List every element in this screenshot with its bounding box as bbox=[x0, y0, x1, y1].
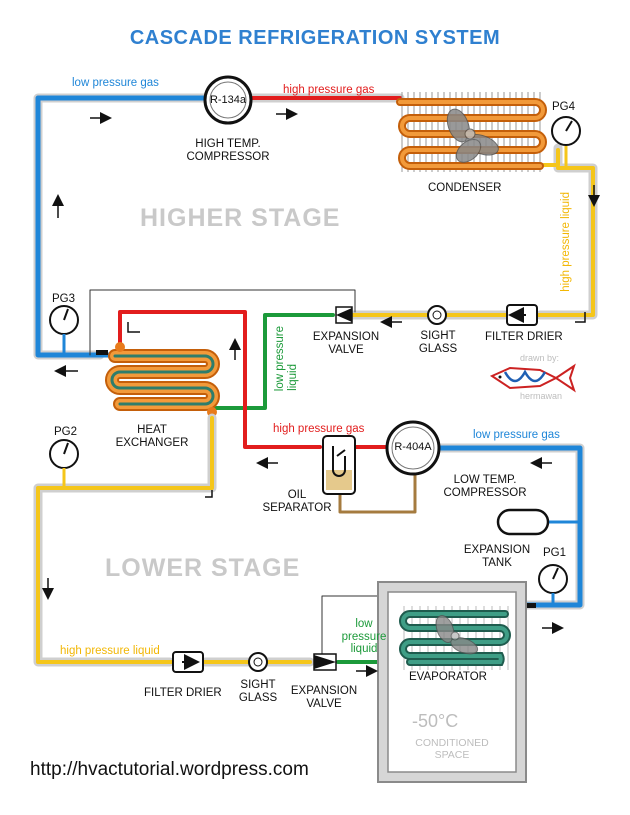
evaporator-fan-icon bbox=[435, 615, 479, 655]
pg4-label: PG4 bbox=[552, 101, 576, 113]
lower-refrigerant-label: R-404A bbox=[394, 441, 432, 453]
pg1-gauge-icon bbox=[538, 564, 568, 605]
lower-low-pressure-gas-label: low pressure gas bbox=[473, 429, 560, 441]
higher-high-pressure-liquid-line bbox=[348, 148, 595, 317]
higher-filter-drier-label: FILTER DRIER bbox=[485, 331, 563, 343]
lower-filter-drier-label: FILTER DRIER bbox=[144, 687, 222, 699]
higher-filter-drier-icon bbox=[506, 304, 538, 326]
higher-high-pressure-liquid-label: high pressure liquid bbox=[560, 192, 572, 292]
pg3-label: PG3 bbox=[52, 293, 76, 305]
lower-sight-glass-icon bbox=[248, 652, 268, 672]
oil-separator-icon bbox=[322, 435, 356, 495]
higher-expansion-valve-icon bbox=[335, 306, 353, 324]
lower-low-pressure-gas-line bbox=[432, 445, 583, 608]
high-temp-compressor-label: HIGH TEMP.COMPRESSOR bbox=[186, 138, 270, 163]
pg4-gauge-icon bbox=[551, 116, 581, 168]
low-temp-compressor-label: LOW TEMP.COMPRESSOR bbox=[443, 474, 527, 499]
source-url: http://hvactutorial.wordpress.com bbox=[30, 759, 309, 780]
author-logo bbox=[489, 363, 576, 393]
temperature-label: -50°C bbox=[412, 711, 459, 731]
lower-filter-drier-icon bbox=[172, 651, 204, 673]
lower-high-pressure-gas-label: high pressure gas bbox=[273, 423, 365, 435]
evaporator bbox=[399, 606, 511, 670]
condenser-label: CONDENSER bbox=[428, 182, 502, 194]
low-temp-compressor bbox=[385, 420, 441, 476]
author-label: hermawan bbox=[520, 391, 563, 401]
evaporator-label: EVAPORATOR bbox=[409, 671, 487, 683]
higher-pipes bbox=[33, 93, 598, 449]
condenser-fan-icon bbox=[446, 108, 499, 163]
higher-low-pressure-liquid-label: low pressureliquid bbox=[274, 326, 299, 392]
drawn-by-label: drawn by: bbox=[520, 353, 560, 363]
lower-high-pressure-liquid-line bbox=[36, 416, 312, 664]
higher-sight-glass-icon bbox=[427, 305, 447, 325]
lower-stage-label: LOWER STAGE bbox=[105, 554, 301, 582]
higher-refrigerant-label: R-134a bbox=[209, 94, 247, 106]
high-temp-compressor bbox=[203, 75, 253, 125]
lower-expansion-valve-icon bbox=[313, 653, 337, 671]
pg1-label: PG1 bbox=[543, 547, 567, 559]
pg2-gauge-icon bbox=[49, 439, 79, 488]
flow-arrows bbox=[42, 108, 600, 677]
pg3-gauge-icon bbox=[49, 305, 79, 355]
pg2-label: PG2 bbox=[54, 426, 78, 438]
higher-low-pressure-gas-line bbox=[35, 95, 208, 358]
higher-high-pressure-gas-label: high pressure gas bbox=[283, 84, 375, 96]
higher-stage-label: HIGHER STAGE bbox=[140, 204, 341, 232]
higher-low-pressure-gas-label: low pressure gas bbox=[72, 77, 159, 89]
higher-low-pressure-liquid-line bbox=[213, 313, 335, 410]
expansion-tank-icon bbox=[496, 508, 550, 536]
page-title: CASCADE REFRIGERATION SYSTEM bbox=[129, 27, 501, 49]
heat-exchanger bbox=[105, 342, 220, 417]
condenser bbox=[396, 92, 547, 172]
lower-high-pressure-liquid-label: high pressure liquid bbox=[60, 645, 160, 657]
